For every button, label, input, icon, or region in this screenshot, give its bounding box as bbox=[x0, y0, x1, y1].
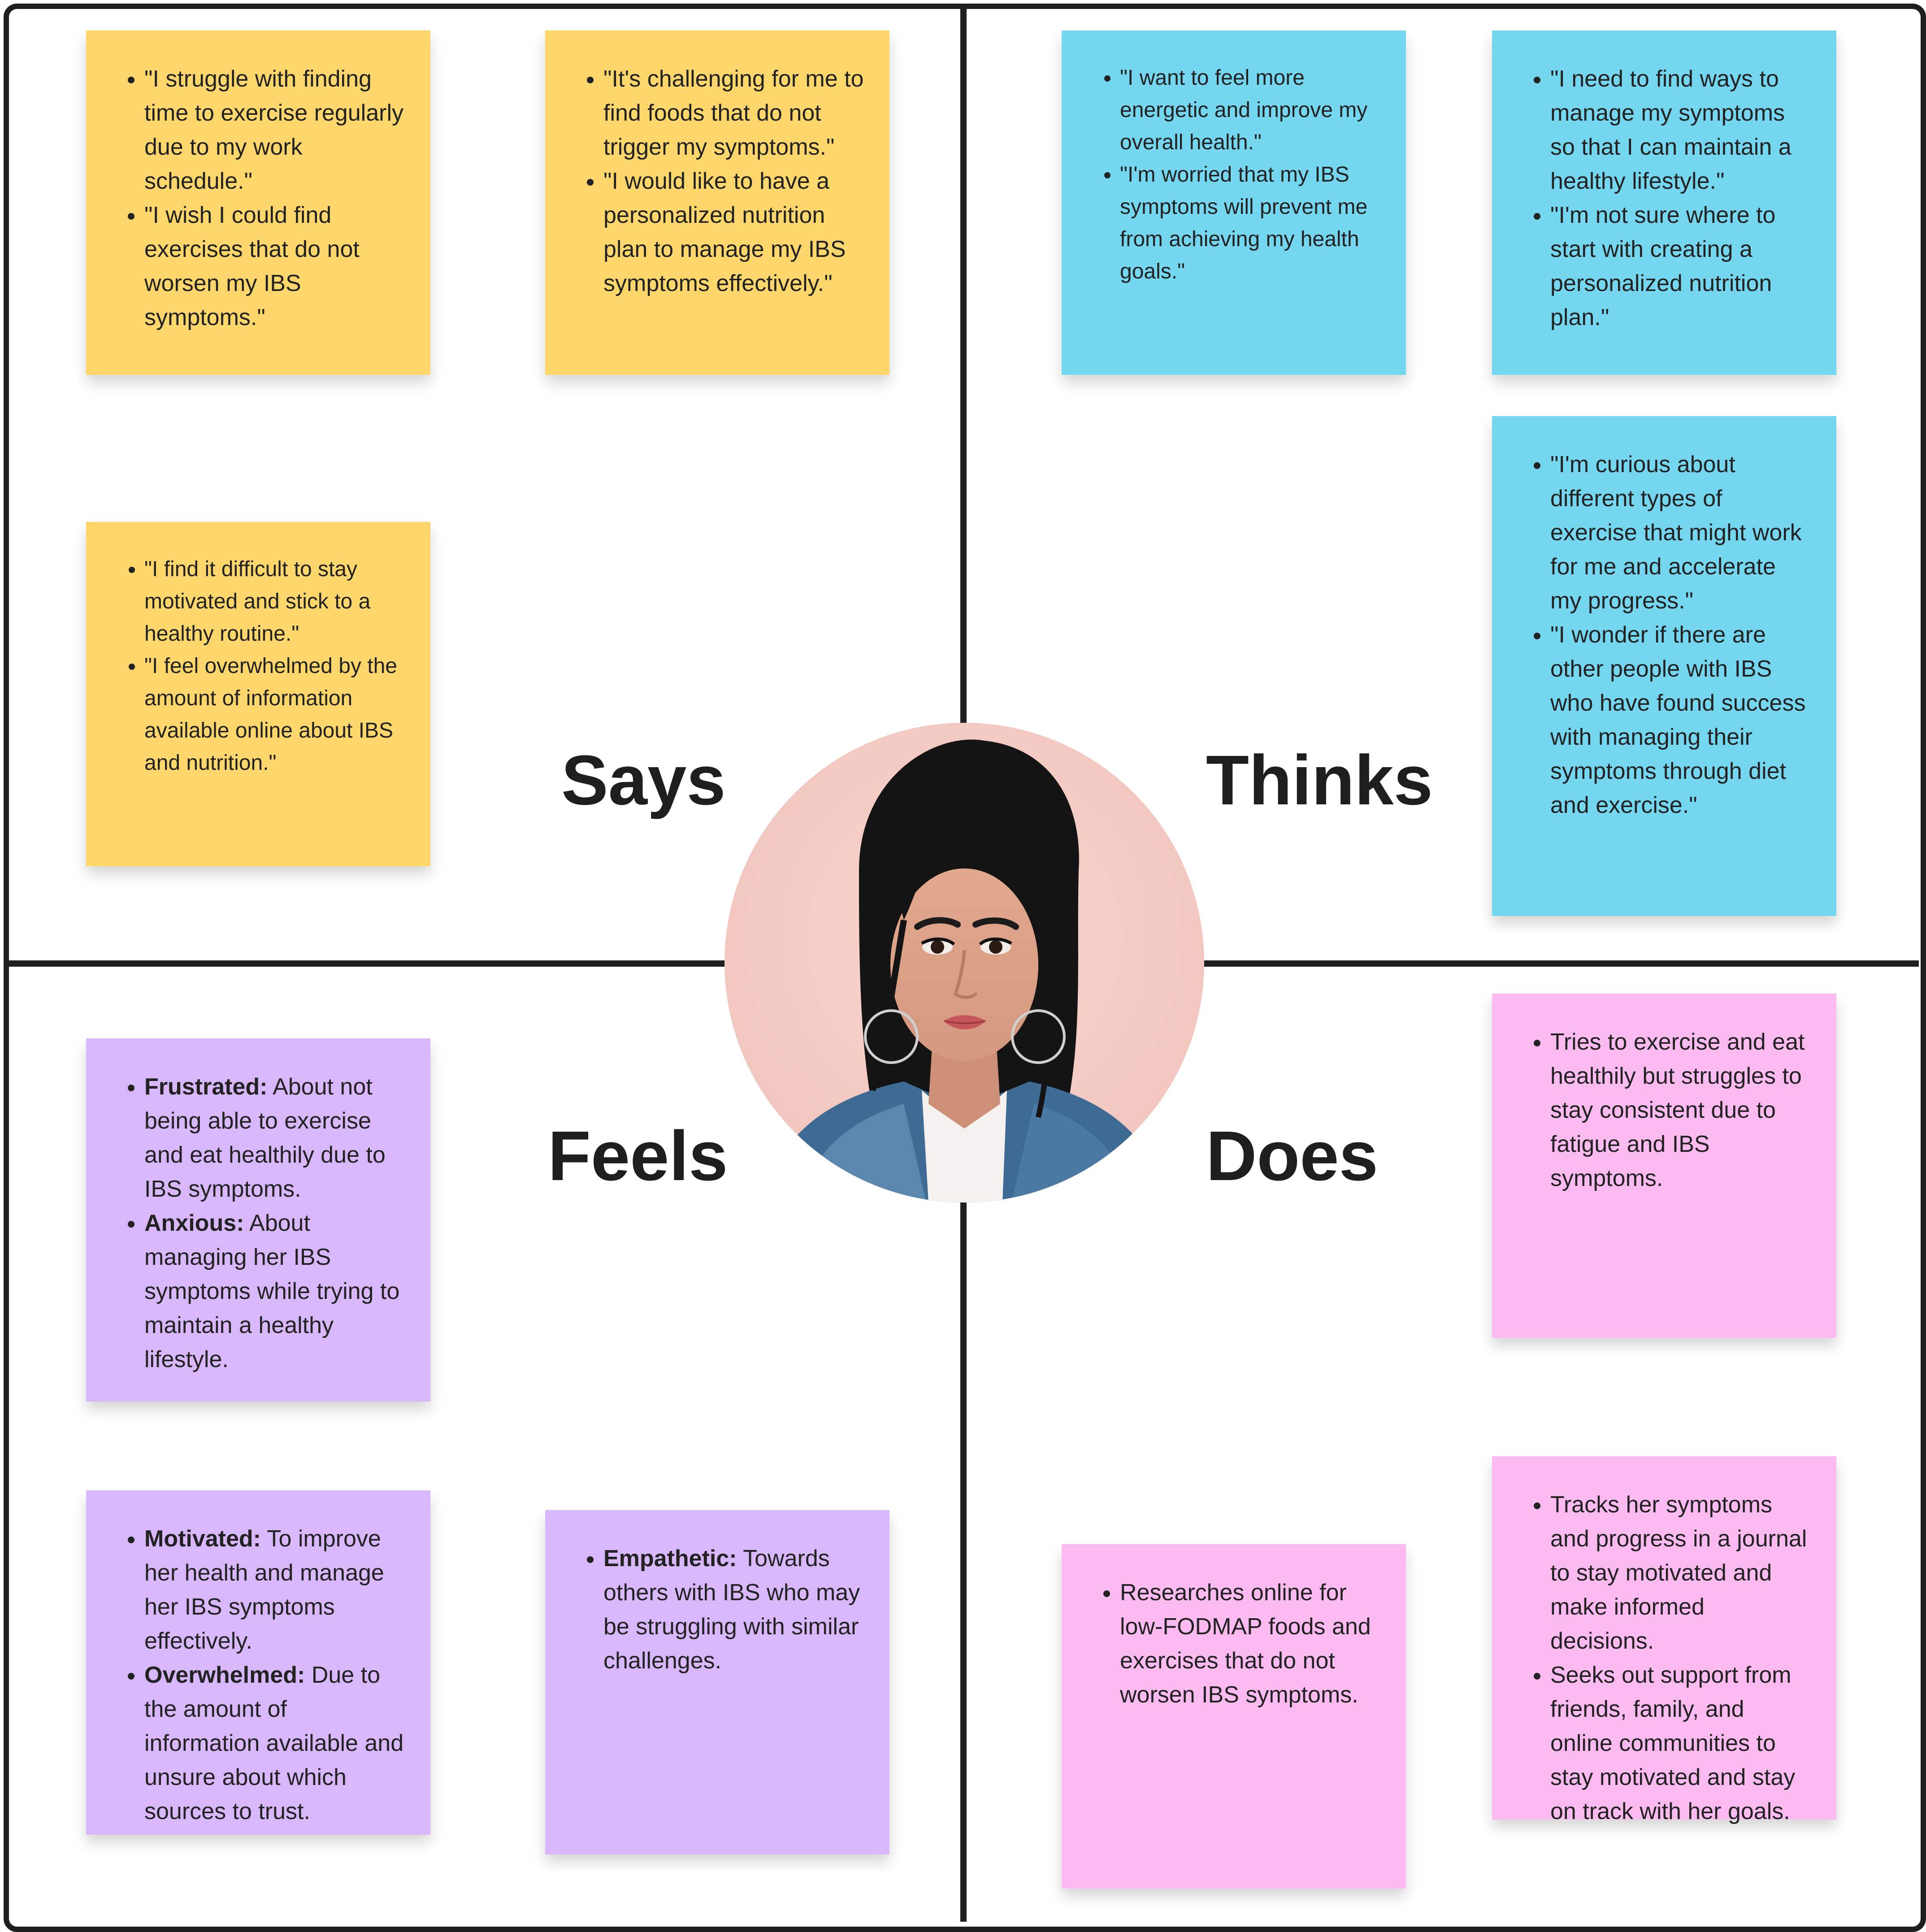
note-list: "I want to feel more energetic and impro… bbox=[1089, 62, 1381, 288]
note-item: Frustrated: About not being able to exer… bbox=[144, 1070, 405, 1206]
does-title: Does bbox=[1206, 1117, 1378, 1195]
note-list: Researches online for low-FODMAP foods a… bbox=[1089, 1576, 1381, 1712]
thinks-sticky-note[interactable]: "I need to find ways to manage my sympto… bbox=[1492, 30, 1836, 375]
note-list: Motivated: To improve her health and man… bbox=[113, 1522, 405, 1828]
feels-sticky-note[interactable]: Empathetic: Towards others with IBS who … bbox=[545, 1510, 889, 1854]
note-list: Tracks her symptoms and progress in a jo… bbox=[1519, 1488, 1811, 1828]
does-sticky-note[interactable]: Tracks her symptoms and progress in a jo… bbox=[1492, 1456, 1836, 1824]
persona-illustration bbox=[724, 723, 1204, 1203]
feeling-text: About managing her IBS symptoms while tr… bbox=[144, 1210, 400, 1372]
says-sticky-note[interactable]: "It's challenging for me to find foods t… bbox=[545, 30, 889, 375]
feeling-term: Empathetic: bbox=[603, 1546, 737, 1572]
note-item: Seeks out support from friends, family, … bbox=[1550, 1658, 1811, 1828]
note-item: "I wonder if there are other people with… bbox=[1550, 618, 1811, 822]
says-sticky-note[interactable]: "I struggle with finding time to exercis… bbox=[86, 30, 430, 375]
note-item: Researches online for low-FODMAP foods a… bbox=[1120, 1576, 1381, 1712]
note-item: "I want to feel more energetic and impro… bbox=[1120, 62, 1381, 159]
feeling-term: Overwhelmed: bbox=[144, 1662, 305, 1688]
note-item: "I struggle with finding time to exercis… bbox=[144, 62, 405, 198]
note-item: "I feel overwhelmed by the amount of inf… bbox=[144, 650, 405, 779]
feeling-text: Due to the amount of information availab… bbox=[144, 1662, 404, 1824]
note-item: "I would like to have a personalized nut… bbox=[603, 164, 864, 300]
feels-title: Feels bbox=[548, 1117, 728, 1195]
note-list: Tries to exercise and eat healthily but … bbox=[1519, 1025, 1811, 1195]
note-list: Frustrated: About not being able to exer… bbox=[113, 1070, 405, 1376]
note-item: "It's challenging for me to find foods t… bbox=[603, 62, 864, 164]
persona-photo bbox=[724, 723, 1204, 1203]
note-item: "I find it difficult to stay motivated a… bbox=[144, 553, 405, 650]
note-item: Motivated: To improve her health and man… bbox=[144, 1522, 405, 1658]
does-sticky-note[interactable]: Researches online for low-FODMAP foods a… bbox=[1062, 1544, 1406, 1889]
note-list: "I find it difficult to stay motivated a… bbox=[113, 553, 405, 779]
note-item: "I'm worried that my IBS symptoms will p… bbox=[1120, 159, 1381, 288]
note-list: "I'm curious about different types of ex… bbox=[1519, 447, 1811, 822]
note-item: "I need to find ways to manage my sympto… bbox=[1550, 62, 1811, 198]
note-item: "I'm curious about different types of ex… bbox=[1550, 447, 1811, 618]
feeling-text: Towards others with IBS who may be strug… bbox=[603, 1546, 860, 1674]
does-sticky-note[interactable]: Tries to exercise and eat healthily but … bbox=[1492, 994, 1836, 1338]
note-list: "It's challenging for me to find foods t… bbox=[572, 62, 864, 300]
feeling-term: Frustrated: bbox=[144, 1074, 268, 1100]
thinks-sticky-note[interactable]: "I'm curious about different types of ex… bbox=[1492, 416, 1836, 916]
feeling-text: To improve her health and manage her IBS… bbox=[144, 1526, 384, 1654]
says-sticky-note[interactable]: "I find it difficult to stay motivated a… bbox=[86, 522, 430, 866]
thinks-sticky-note[interactable]: "I want to feel more energetic and impro… bbox=[1062, 30, 1406, 375]
note-list: "I struggle with finding time to exercis… bbox=[113, 62, 405, 334]
note-item: "I wish I could find exercises that do n… bbox=[144, 198, 405, 334]
feels-sticky-note[interactable]: Motivated: To improve her health and man… bbox=[86, 1490, 430, 1835]
note-list: "I need to find ways to manage my sympto… bbox=[1519, 62, 1811, 334]
note-item: Overwhelmed: Due to the amount of inform… bbox=[144, 1658, 405, 1828]
note-item: Empathetic: Towards others with IBS who … bbox=[603, 1541, 864, 1678]
says-title: Says bbox=[561, 741, 726, 820]
note-item: Anxious: About managing her IBS symptoms… bbox=[144, 1206, 405, 1376]
note-item: Tracks her symptoms and progress in a jo… bbox=[1550, 1488, 1811, 1658]
note-item: Tries to exercise and eat healthily but … bbox=[1550, 1025, 1811, 1195]
feels-sticky-note[interactable]: Frustrated: About not being able to exer… bbox=[86, 1038, 430, 1402]
feeling-term: Anxious: bbox=[144, 1210, 244, 1236]
feeling-term: Motivated: bbox=[144, 1526, 261, 1552]
horizontal-divider-left bbox=[4, 960, 962, 967]
note-item: "I'm not sure where to start with creati… bbox=[1550, 198, 1811, 334]
feeling-text: About not being able to exercise and eat… bbox=[144, 1074, 386, 1202]
note-list: Empathetic: Towards others with IBS who … bbox=[572, 1541, 864, 1678]
thinks-title: Thinks bbox=[1206, 741, 1433, 820]
